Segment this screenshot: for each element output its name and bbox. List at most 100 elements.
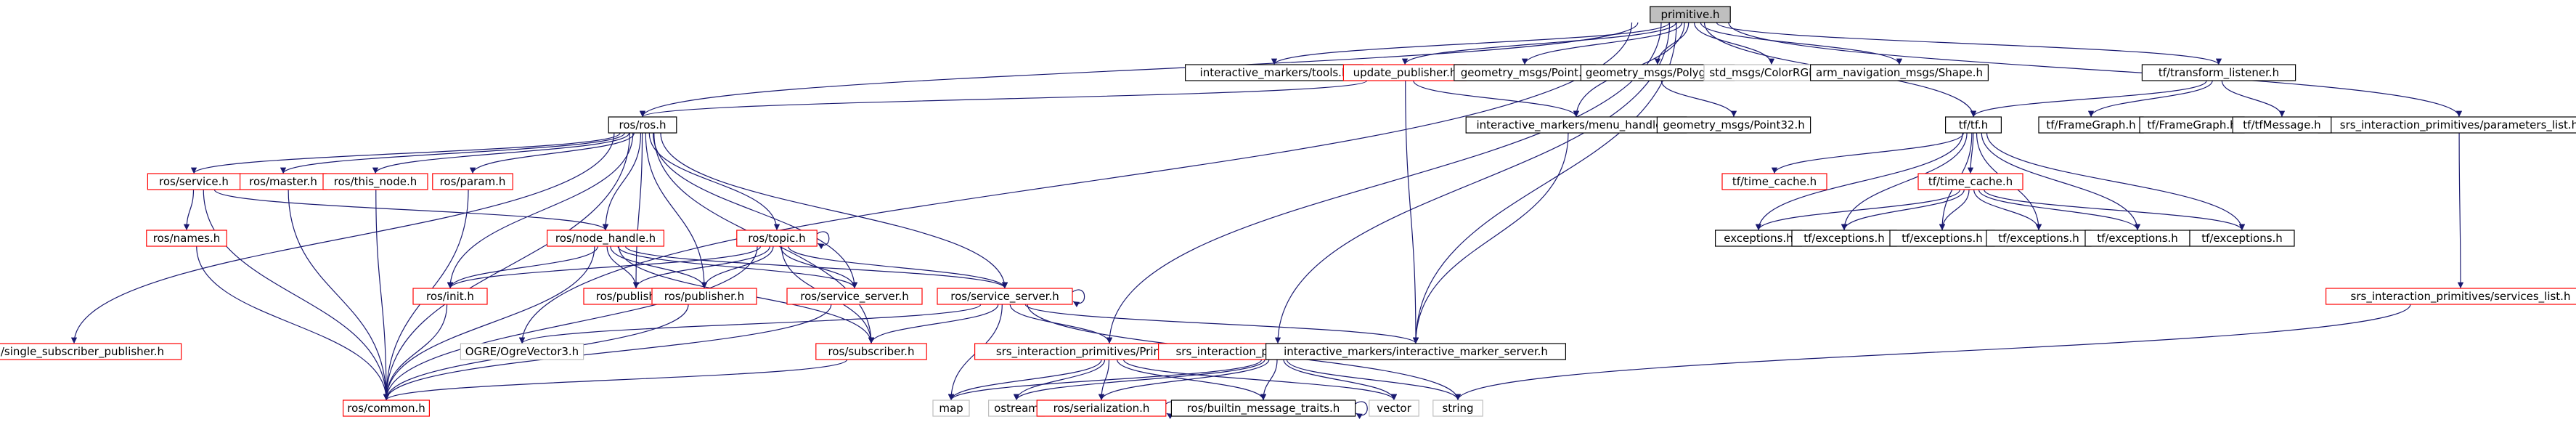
edge-ros_service_server_h_2-to-ros_service_server_h_2 [1072, 289, 1085, 307]
node-label: geometry_msgs/Point.h [1461, 66, 1589, 80]
node-label: tf/tfMessage.h [2243, 118, 2320, 131]
edge-primitive_h-to-ogre_ogrevector3_h [518, 22, 1633, 344]
edge-primitive_h-to-geometry_msgs_point_h [1521, 22, 1683, 65]
node-box [651, 288, 757, 305]
edge-ros_names_h-to-ros_common_h [196, 246, 390, 401]
node-tf-transform-listener-h[interactable]: tf/transform_listener.h [2141, 64, 2296, 81]
node-interactive-markers-tools-h[interactable]: interactive_markers/tools.h [1184, 64, 1364, 81]
node-ros-single-subscriber-publisher-h[interactable]: ros/single_subscriber_publisher.h [0, 343, 182, 360]
node-label: ros/service.h [159, 175, 229, 188]
edge-srs_primitivetype_h-to-ostream [1013, 359, 1106, 401]
edge-srs_primitivetype_h-to-ros_builtin_message_traits_h [1117, 359, 1267, 401]
node-tf-tf-h[interactable]: tf/tf.h [1945, 116, 2002, 134]
node-tf-exceptions-h-1[interactable]: tf/exceptions.h [1791, 230, 1897, 247]
node-label: ros/master.h [249, 175, 317, 188]
node-label: interactive_markers/menu_handler.h [1477, 118, 1676, 132]
node-update-publisher-h[interactable]: update_publisher.h [1342, 64, 1467, 81]
edge-srs_primitivetype_h-to-vector [1123, 359, 1398, 401]
edge-srs_parameters_list_h-to-srs_services_list_h [2457, 132, 2464, 289]
edge-ros_ros_h-to-ros_node_handle_h [602, 132, 642, 231]
node-interactive-marker-server-h[interactable]: interactive_markers/interactive_marker_s… [1265, 343, 1566, 360]
edge-srs_posetype_h-to-ros_builtin_message_traits_h [1260, 359, 1278, 401]
node-ros-service-h[interactable]: ros/service.h [147, 173, 241, 190]
node-vector: vector [1369, 399, 1419, 417]
node-ros-names-h[interactable]: ros/names.h [146, 230, 227, 247]
node-exceptions-h-1[interactable]: exceptions.h [1715, 230, 1803, 247]
node-label: tf/FrameGraph.h [2046, 118, 2135, 131]
edge-ros_topic_h-to-ros_common_h [383, 246, 758, 401]
node-srs-services-list-h[interactable]: srs_interaction_primitives/services_list… [2326, 288, 2576, 305]
edge-tf_tf_h-to-tf_exceptions_h_1 [1841, 132, 1968, 231]
node-srs-parameters-list-h[interactable]: srs_interaction_primitives/parameters_li… [2318, 116, 2576, 134]
node-box [432, 173, 513, 190]
node-ros-init-h[interactable]: ros/init.h [412, 288, 488, 305]
node-tf-exceptions-h-5[interactable]: tf/exceptions.h [2189, 230, 2295, 247]
edge-primitive_h-to-std_msgs_colorrgba_h [1694, 22, 1775, 65]
node-tf-exceptions-h-3[interactable]: tf/exceptions.h [1986, 230, 2092, 247]
node-ros-node-handle-h[interactable]: ros/node_handle.h [546, 230, 664, 247]
node-label: ros/topic.h [748, 232, 805, 245]
node-tf-time-cache-h-1[interactable]: tf/time_cache.h [1721, 173, 1827, 190]
node-label: srs_interaction_primitives/services_list… [2351, 290, 2571, 304]
node-ros-publisher-h-2[interactable]: ros/publisher.h [651, 288, 757, 305]
node-label: ostream [994, 402, 1039, 415]
node-ros-topic-h[interactable]: ros/topic.h [736, 230, 818, 247]
node-box [546, 230, 664, 247]
node-box [608, 116, 677, 134]
edge-ros_topic_h-to-ros_init_h [447, 246, 762, 289]
node-tf-exceptions-h-2[interactable]: tf/exceptions.h [1889, 230, 1995, 247]
edge-ros_init_h-to-ros_common_h [383, 304, 448, 401]
edge-primitive_h-to-srs_primitivetype_h [1106, 22, 1662, 344]
node-ros-param-h[interactable]: ros/param.h [432, 173, 513, 190]
node-tf-time-cache-h-2[interactable]: tf/time_cache.h [1917, 173, 2023, 190]
node-box [736, 230, 818, 247]
node-label: tf/FrameGraph.h [2147, 118, 2236, 131]
edge-ros_this_node_h-to-ros_common_h [375, 189, 390, 401]
node-map: map [932, 399, 970, 417]
node-box [0, 343, 182, 360]
node-interactive-markers-menu-handler-h[interactable]: interactive_markers/menu_handler.h [1465, 116, 1687, 134]
node-ros-master-h[interactable]: ros/master.h [240, 173, 327, 190]
node-ros-builtin-message-traits-h[interactable]: ros/builtin_message_traits.h [1170, 399, 1356, 417]
node-tf-framegraph-h-2[interactable]: tf/FrameGraph.h [2139, 116, 2245, 134]
edge-ros_ros_h-to-ros_param_h [469, 132, 635, 174]
edge-tf_time_cache_h_2-to-tf_exceptions_h_5 [1984, 189, 2246, 231]
edge-ros_ros_h-to-ros_service_server_h_2 [660, 132, 1008, 289]
edge-ros_ros_h-to-ros_service_server_h_1 [653, 132, 858, 289]
node-arm-navigation-msgs-shape-h[interactable]: arm_navigation_msgs/Shape.h [1810, 64, 1989, 81]
edge-update_publisher_h-to-interactive_markers_menu_handler_h [1413, 80, 1580, 118]
node-label: geometry_msgs/Point32.h [1663, 118, 1805, 132]
node-label: ros/service_server.h [950, 290, 1059, 304]
node-tf-framegraph-h-1[interactable]: tf/FrameGraph.h [2038, 116, 2144, 134]
node-label: ros/service_server.h [800, 290, 909, 304]
node-label: tf/exceptions.h [1803, 232, 1885, 245]
node-ros-ros-h[interactable]: ros/ros.h [608, 116, 677, 134]
node-box [2232, 116, 2332, 134]
node-geometry-msgs-polygon-h[interactable]: geometry_msgs/Polygon.h [1580, 64, 1735, 81]
node-primitive-h[interactable]: primitive.h [1650, 6, 1731, 23]
node-tf-exceptions-h-4[interactable]: tf/exceptions.h [2084, 230, 2190, 247]
node-geometry-msgs-point32-h[interactable]: geometry_msgs/Point32.h [1656, 116, 1811, 134]
node-ros-this-node-h[interactable]: ros/this_node.h [322, 173, 428, 190]
node-ros-common-h[interactable]: ros/common.h [343, 399, 431, 417]
node-ros-serialization-h[interactable]: ros/serialization.h [1036, 399, 1167, 417]
node-ros-service-server-h-1[interactable]: ros/service_server.h [786, 288, 923, 305]
edge-ros_topic_h-to-ros_service_server_h_2 [788, 246, 1008, 289]
node-box [1265, 343, 1566, 360]
edge-ros_ros_h-to-ros_topic_h [648, 132, 780, 231]
edge-primitive_h-to-arm_navigation_msgs_shape_h [1700, 22, 1903, 65]
node-tf-tfmessage-h[interactable]: tf/tfMessage.h [2232, 116, 2332, 134]
node-ros-subscriber-h[interactable]: ros/subscriber.h [815, 343, 927, 360]
node-ogre-ogrevector3-h: OGRE/OgreVector3.h [460, 343, 584, 360]
edge-ros_node_handle_h-to-ros_service_server_h_2 [624, 246, 1008, 289]
node-ros-service-server-h-2[interactable]: ros/service_server.h [937, 288, 1073, 305]
node-label: vector [1377, 402, 1411, 415]
node-label: ros/ros.h [619, 118, 667, 131]
edge-ros_node_handle_h-to-ros_common_h [383, 246, 595, 401]
node-box [2141, 64, 2296, 81]
node-geometry-msgs-point-h[interactable]: geometry_msgs/Point.h [1454, 64, 1596, 81]
edge-tf_time_cache_h_2-to-exceptions_h_1 [1755, 189, 1960, 231]
node-label: tf/exceptions.h [2201, 232, 2283, 245]
edge-ros_node_handle_h-to-ros_service_server_h_1 [617, 246, 858, 289]
